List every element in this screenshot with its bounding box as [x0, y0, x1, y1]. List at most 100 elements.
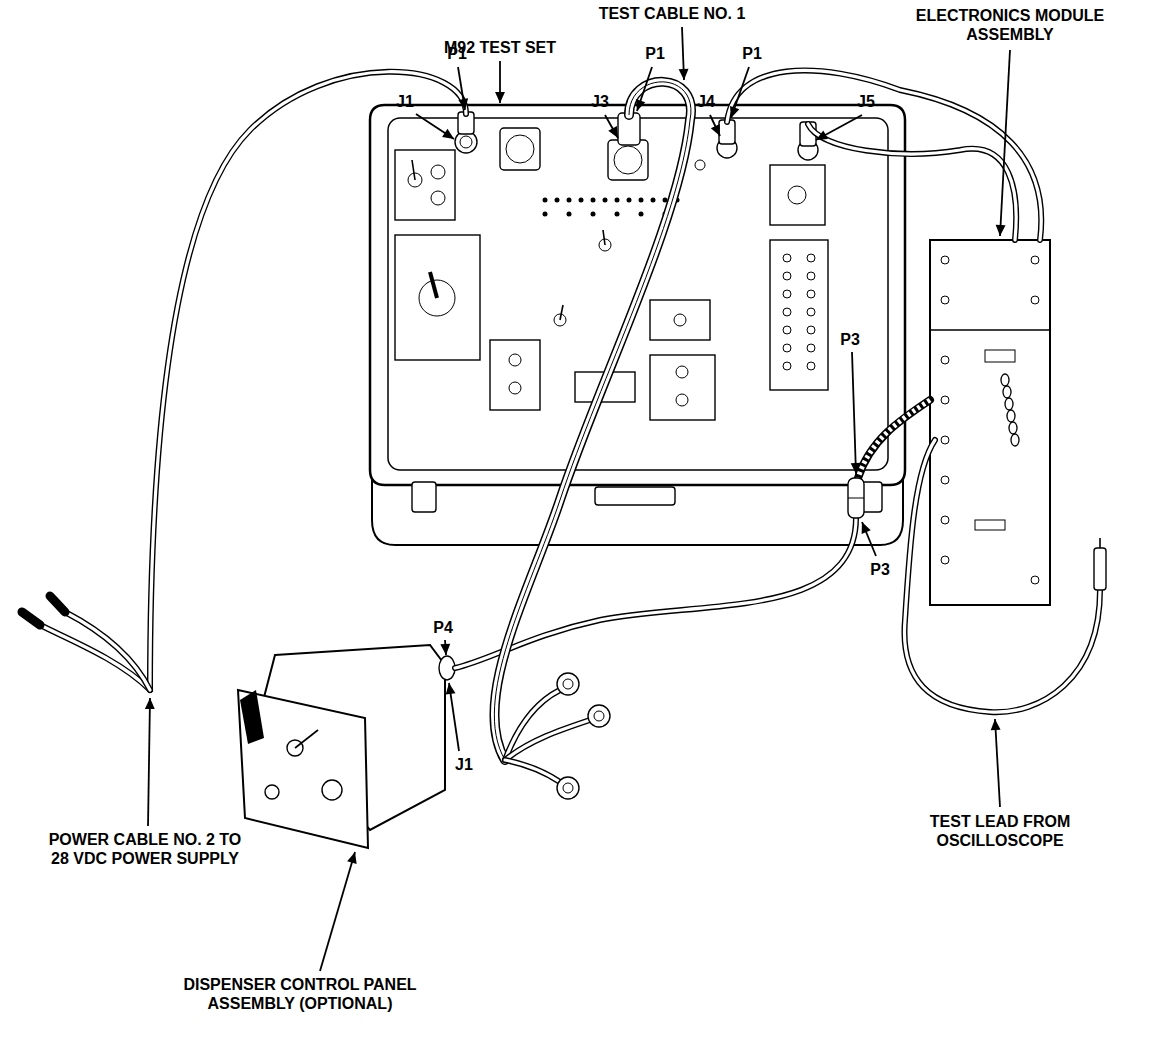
- leader-arrow: [862, 522, 876, 556]
- electronics-module: [930, 240, 1050, 605]
- connector-p3: [848, 478, 864, 518]
- test-cable-branch: [505, 690, 560, 760]
- switch: [676, 366, 688, 378]
- part-label: TEST LEAD FROM OSCILLOSCOPE: [910, 812, 1090, 850]
- connector-spare: [500, 128, 540, 170]
- panel-knob: [322, 780, 342, 800]
- branch-connector: [563, 783, 573, 793]
- module-seam: [930, 329, 1050, 331]
- test-cable: [494, 82, 691, 760]
- power-lead: [65, 612, 150, 690]
- panel-switch: [295, 730, 318, 748]
- part-label: P1: [645, 44, 665, 63]
- probe: [1094, 548, 1106, 590]
- branch-connector: [557, 673, 579, 695]
- switch: [509, 382, 521, 394]
- part-label: J3: [591, 92, 609, 111]
- leader-arrow: [710, 115, 720, 136]
- switch: [674, 314, 686, 326]
- braided-cable: [858, 400, 930, 478]
- toggle-lever: [603, 230, 605, 245]
- scope-lead: [904, 440, 1100, 712]
- test-cable-branch: [505, 720, 590, 760]
- leader-arrow: [995, 719, 1000, 807]
- probe-tip: [1099, 538, 1101, 548]
- switch: [788, 186, 806, 204]
- module-holes: [941, 256, 1039, 584]
- connector-j3: [614, 146, 642, 174]
- dispenser-control-panel: [238, 645, 455, 848]
- connector-j3: [608, 140, 648, 180]
- test-cable-branch: [505, 760, 560, 782]
- scope-lead: [904, 440, 1100, 712]
- selector-module: [395, 235, 480, 360]
- leader-arrow: [605, 115, 618, 138]
- connector-p3: [848, 498, 864, 499]
- leader-arrow: [499, 61, 501, 103]
- leader-arrow: [731, 67, 749, 118]
- lamp-module: [770, 240, 828, 390]
- leader-arrow: [320, 852, 355, 971]
- leader-arrow: [458, 67, 465, 110]
- handle: [595, 487, 675, 505]
- banana-plug: [22, 612, 40, 625]
- module-cable: [808, 124, 1016, 240]
- branch-connector: [557, 777, 579, 799]
- lanyard-chain: [1001, 374, 1019, 446]
- part-label: P3: [840, 330, 860, 349]
- part-label: TEST CABLE NO. 1: [599, 4, 746, 23]
- leader-arrow: [637, 67, 652, 111]
- switch-module: [650, 300, 710, 340]
- leader-arrow: [445, 640, 446, 655]
- part-label: P4: [433, 618, 453, 637]
- module-cable: [808, 124, 1016, 240]
- power-lead: [40, 625, 150, 690]
- test-set-case: [370, 105, 905, 545]
- leader-arrow: [852, 352, 856, 474]
- part-label: POWER CABLE NO. 2 TO 28 VDC POWER SUPPLY: [45, 830, 245, 868]
- switch-module: [395, 150, 455, 220]
- part-label: DISPENSER CONTROL PANEL ASSEMBLY (OPTION…: [175, 975, 425, 1013]
- part-label: P1: [447, 44, 467, 63]
- test-cable-branch: [505, 760, 560, 782]
- toggle: [695, 160, 705, 170]
- braided-cable: [858, 400, 930, 478]
- module-body: [930, 240, 1050, 605]
- nameplate: [985, 350, 1015, 362]
- nameplate: [975, 520, 1005, 530]
- part-label: J5: [857, 92, 875, 111]
- toggle-lever: [412, 160, 415, 180]
- panel-connectors: [455, 112, 818, 180]
- power-cable: [150, 72, 466, 690]
- leader-arrow: [816, 115, 862, 140]
- lamp-array: [783, 254, 815, 370]
- switch-module: [650, 355, 715, 420]
- knob-pointer: [430, 272, 437, 298]
- part-label: P1: [742, 44, 762, 63]
- power-lead: [65, 612, 150, 690]
- power-cable: [150, 72, 466, 690]
- module-cable: [727, 70, 1041, 240]
- connector-spare: [506, 135, 534, 163]
- panel-knob: [265, 785, 279, 799]
- power-lead: [40, 625, 150, 690]
- test-cable-strand: [494, 82, 691, 760]
- leader-arrow: [682, 27, 684, 80]
- latch: [412, 482, 436, 512]
- branch-connector: [588, 705, 610, 727]
- panel-face: [238, 690, 368, 848]
- leader-arrow: [1000, 50, 1010, 236]
- panel-lever: [240, 690, 264, 744]
- switch: [676, 394, 688, 406]
- dispenser-cable: [455, 518, 856, 668]
- part-label: J1: [396, 92, 414, 111]
- lamp: [431, 191, 445, 205]
- module-cable: [727, 70, 1041, 240]
- test-cable: [494, 82, 691, 760]
- switch-module: [770, 165, 825, 225]
- lamp: [431, 165, 445, 179]
- panel-modules: [395, 150, 828, 420]
